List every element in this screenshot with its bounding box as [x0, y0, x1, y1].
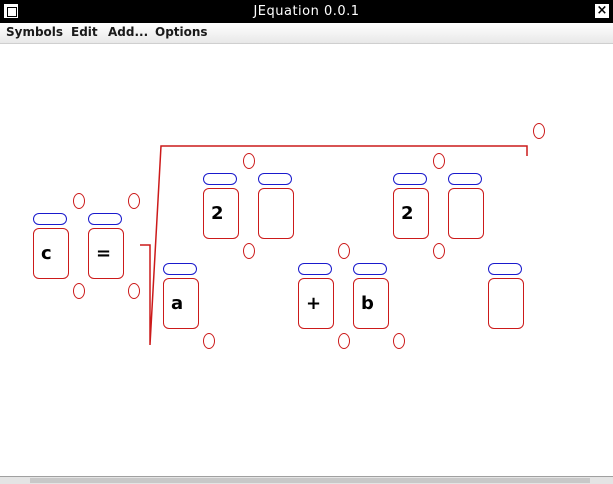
- subscript-slot[interactable]: [73, 283, 85, 299]
- term-cap[interactable]: [88, 213, 122, 225]
- subscript-slot[interactable]: [338, 333, 350, 349]
- scrollbar-thumb[interactable]: [30, 478, 590, 483]
- window-title: JEquation 0.0.1: [253, 4, 360, 19]
- menu-bar: Symbols Edit Add... Options: [0, 23, 613, 44]
- exponent-slot[interactable]: [73, 193, 85, 209]
- menu-options[interactable]: Options: [155, 25, 208, 39]
- radical-sign: [140, 145, 528, 346]
- term-cap[interactable]: [298, 263, 332, 275]
- term-cap[interactable]: [163, 263, 197, 275]
- term-box[interactable]: b: [353, 278, 389, 329]
- term-box[interactable]: [448, 188, 484, 239]
- menu-add[interactable]: Add...: [108, 25, 149, 39]
- term-cap[interactable]: [393, 173, 427, 185]
- term-box[interactable]: [258, 188, 294, 239]
- subscript-slot[interactable]: [338, 243, 350, 259]
- exponent-slot[interactable]: [533, 123, 545, 139]
- term-value: b: [361, 293, 374, 314]
- exponent-slot[interactable]: [243, 153, 255, 169]
- term-value: 2: [211, 203, 224, 224]
- exponent-slot[interactable]: [128, 193, 140, 209]
- term-value: a: [171, 293, 184, 314]
- term-value: c: [41, 243, 52, 264]
- title-bar: JEquation 0.0.1 ×: [0, 0, 613, 23]
- term-box[interactable]: =: [88, 228, 124, 279]
- close-icon[interactable]: ×: [594, 3, 610, 19]
- term-box[interactable]: 2: [393, 188, 429, 239]
- term-cap[interactable]: [353, 263, 387, 275]
- equation-editor[interactable]: c = 2 2 a + b: [0, 44, 613, 476]
- term-value: 2: [401, 203, 414, 224]
- subscript-slot[interactable]: [243, 243, 255, 259]
- exponent-slot[interactable]: [433, 153, 445, 169]
- term-cap[interactable]: [203, 173, 237, 185]
- menu-symbols[interactable]: Symbols: [6, 25, 64, 39]
- term-value: =: [96, 243, 112, 264]
- subscript-slot[interactable]: [203, 333, 215, 349]
- term-box[interactable]: a: [163, 278, 199, 329]
- term-cap[interactable]: [33, 213, 67, 225]
- term-box[interactable]: 2: [203, 188, 239, 239]
- menu-edit[interactable]: Edit: [71, 25, 98, 39]
- horizontal-scrollbar[interactable]: [0, 476, 613, 484]
- window-menu-icon[interactable]: [3, 3, 19, 19]
- term-value: +: [306, 293, 322, 314]
- term-cap[interactable]: [448, 173, 482, 185]
- term-cap[interactable]: [488, 263, 522, 275]
- term-box[interactable]: +: [298, 278, 334, 329]
- subscript-slot[interactable]: [433, 243, 445, 259]
- subscript-slot[interactable]: [128, 283, 140, 299]
- term-box[interactable]: c: [33, 228, 69, 279]
- term-box[interactable]: [488, 278, 524, 329]
- term-cap[interactable]: [258, 173, 292, 185]
- subscript-slot[interactable]: [393, 333, 405, 349]
